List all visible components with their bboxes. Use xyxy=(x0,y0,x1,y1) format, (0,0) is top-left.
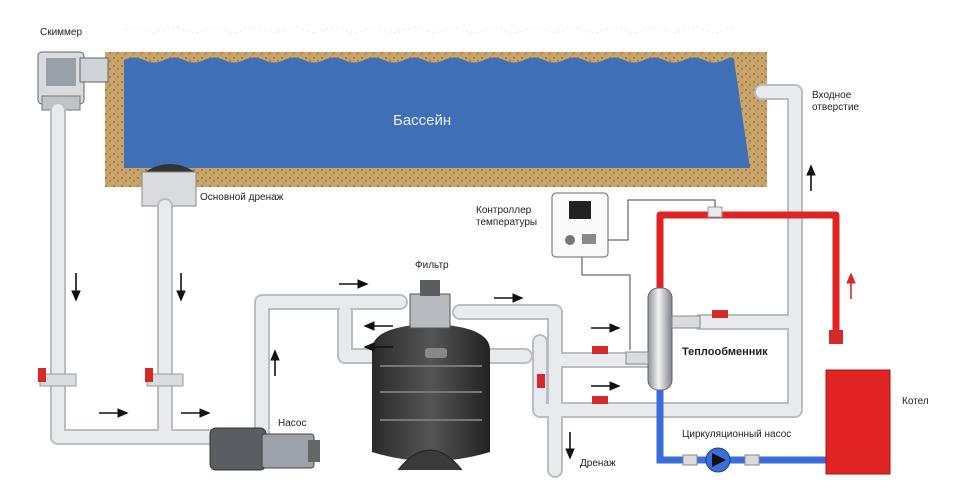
valves xyxy=(38,310,728,404)
heat-exchanger-icon xyxy=(625,287,701,391)
valve-handle-icon xyxy=(38,368,46,382)
filter-label: Фильтр xyxy=(415,260,449,271)
valve-handle-icon xyxy=(592,346,608,354)
heat-exchanger-label: Теплообменник xyxy=(682,346,768,358)
boiler-label: Котел xyxy=(902,396,929,407)
circulation-pump-icon xyxy=(682,447,760,473)
skimmer-label: Скиммер xyxy=(40,27,83,38)
inlet-label: Входное отверстие xyxy=(812,90,859,113)
skimmer-icon xyxy=(37,51,109,111)
valve-handle-icon xyxy=(712,310,728,318)
circulation-pump-label: Циркуляционный насос xyxy=(682,429,792,440)
pool-label: Бассейн xyxy=(393,112,452,129)
water-pipes xyxy=(50,84,803,478)
cold-water-loop xyxy=(656,385,826,464)
pump-icon xyxy=(209,427,320,471)
temperature-controller-label: Контроллер температуры xyxy=(476,205,538,228)
drain-label: Дренаж xyxy=(580,458,616,469)
pump-label: Насос xyxy=(278,418,307,429)
valve-handle-icon xyxy=(537,374,545,388)
boiler-icon xyxy=(825,369,891,475)
hot-water-loop xyxy=(656,206,843,344)
pool xyxy=(105,27,767,187)
flow-arrows xyxy=(71,164,856,460)
pool-water xyxy=(124,57,750,168)
valve-handle-icon xyxy=(592,396,608,404)
valve-handle-icon xyxy=(145,368,153,382)
temperature-controller-icon xyxy=(551,192,716,350)
filter-icon xyxy=(372,280,490,471)
main-drain-label: Основной дренаж xyxy=(200,192,284,203)
